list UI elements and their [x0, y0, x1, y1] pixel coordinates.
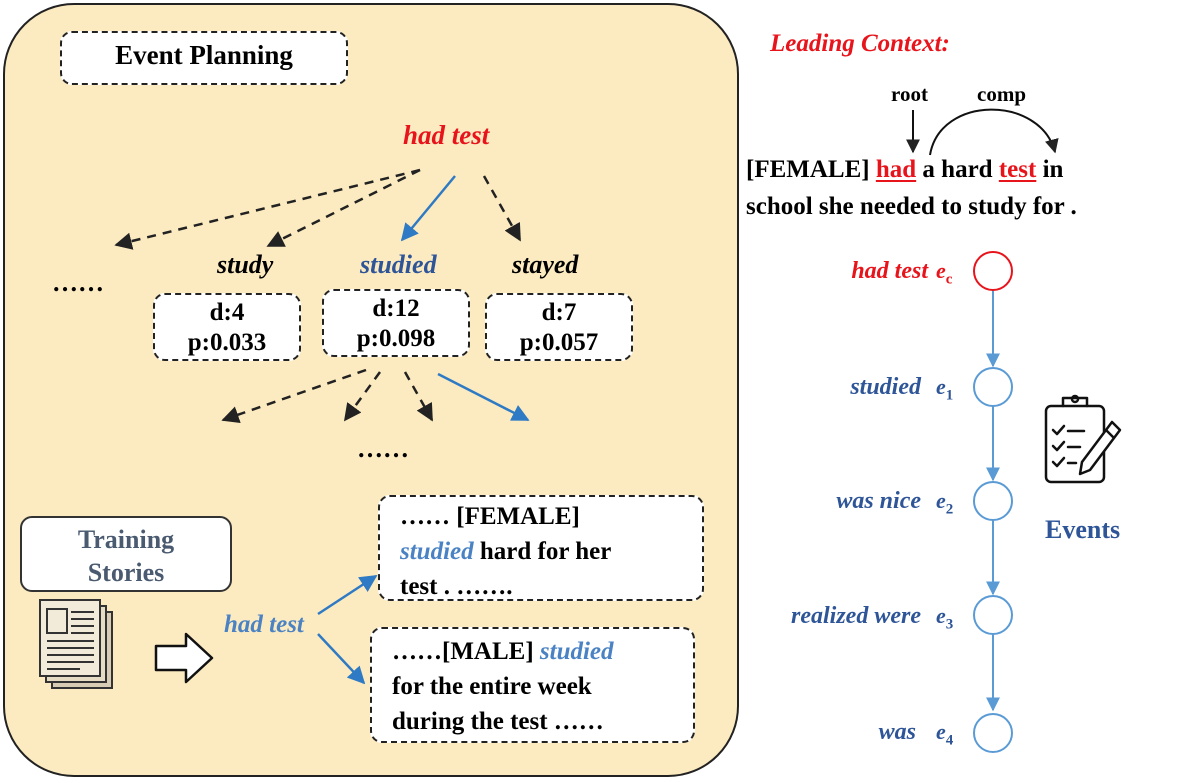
leading-sentence-line1: [FEMALE] had a hard test in: [746, 156, 1063, 184]
candidate-box-studied: d:12 p:0.098: [322, 289, 470, 357]
training-stories-box: Training Stories: [20, 516, 232, 592]
sentence-w1: [FEMALE]: [746, 156, 876, 183]
sentence-w5: in: [1036, 156, 1064, 183]
chain-sym-3: e3: [936, 603, 954, 633]
chain-label-2: was nice: [836, 488, 921, 514]
event-node-4: [973, 713, 1013, 753]
dep-comp-label: comp: [977, 82, 1026, 106]
sentence-w3: a hard: [916, 156, 999, 183]
leading-sentence-line2: school she needed to study for .: [746, 193, 1077, 220]
event-node-c: [973, 251, 1013, 291]
chain-label-4: was: [878, 719, 916, 745]
training-event-label: had test: [224, 611, 304, 638]
story-box-2: ……[MALE] studied for the entire week dur…: [370, 627, 695, 743]
candidate-d-stayed: d:7: [541, 299, 577, 326]
story2-line2: for the entire week: [392, 673, 592, 700]
training-arrows: [317, 574, 378, 685]
event-chain-nodes: [973, 251, 1013, 753]
chain-sym-2: e2: [936, 488, 954, 518]
dep-root-label: root: [891, 82, 928, 106]
event-node-2: [973, 481, 1013, 521]
hollow-arrow-icon: [154, 632, 214, 684]
story1-line2: hard for her: [473, 538, 612, 565]
candidate-p-stayed: p:0.057: [519, 329, 599, 356]
ellipsis-mid: ……: [357, 434, 409, 463]
root-event-label: had test: [403, 120, 490, 150]
candidate-box-study: d:4 p:0.033: [153, 293, 301, 361]
story2-line3: during the test ……: [392, 708, 604, 735]
chain-label-c: had test: [851, 258, 928, 284]
training-title-line2: Stories: [87, 558, 165, 587]
newspaper-icon: [39, 599, 113, 689]
chain-label-1: studied: [850, 374, 921, 400]
event-node-1: [973, 367, 1013, 407]
candidate-box-stayed: d:7 p:0.057: [485, 293, 633, 361]
events-label: Events: [1045, 515, 1121, 544]
leading-context-title: Leading Context:: [770, 30, 950, 57]
story-box-1: …… [FEMALE] studied hard for her test . …: [378, 495, 704, 601]
candidate-d-studied: d:12: [372, 295, 420, 322]
story2-line1: ……[MALE]: [392, 638, 540, 665]
story1-line3: test . …….: [400, 573, 513, 600]
dependency-arrows: [906, 108, 1059, 156]
chain-sym-1: e1: [936, 374, 954, 404]
event-planning-title-box: [60, 31, 348, 85]
candidate-p-study: p:0.033: [187, 329, 267, 356]
sentence-test: test: [998, 156, 1037, 183]
training-title-line1: Training: [77, 525, 175, 554]
candidate-p-studied: p:0.098: [356, 325, 436, 352]
candidate-d-study: d:4: [209, 299, 245, 326]
planning-arrows-level1: [114, 168, 522, 250]
story2-keyword: studied: [539, 638, 614, 665]
candidate-label-study: study: [217, 250, 274, 279]
chain-sym-4: e4: [936, 719, 954, 749]
story1-line1: …… [FEMALE]: [400, 503, 580, 530]
event-node-3: [973, 595, 1013, 635]
clipboard-icon: [1044, 394, 1122, 484]
chain-label-3: realized were: [791, 603, 921, 629]
event-planning-title: Event Planning: [115, 40, 293, 70]
story1-keyword: studied: [400, 538, 474, 565]
ellipsis-left: ……: [52, 268, 104, 297]
planning-arrows-level2: [221, 368, 530, 424]
sentence-had: had: [875, 156, 917, 183]
chain-sym-c: ec: [936, 258, 953, 288]
candidate-label-studied: studied: [360, 250, 437, 279]
candidate-label-stayed: stayed: [512, 250, 579, 279]
